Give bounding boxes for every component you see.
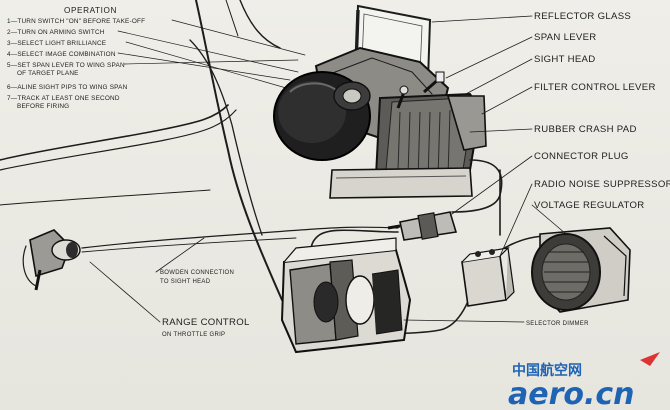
voltage-regulator — [531, 227, 631, 313]
label-radio-noise-suppressor: RADIO NOISE SUPPRESSOR — [534, 179, 670, 190]
label-bowden-line2: TO SIGHT HEAD — [160, 279, 211, 285]
label-selector-dimmer: SELECTOR DIMMER — [526, 321, 589, 327]
watermark-plane-icon — [640, 352, 660, 366]
operation-title: OPERATION — [64, 6, 117, 15]
operation-step-4: 4—SELECT IMAGE COMBINATION — [7, 51, 116, 58]
selector-dimmer — [280, 237, 412, 354]
label-rubber-crash-pad: RUBBER CRASH PAD — [534, 124, 637, 135]
radio-noise-suppressor — [461, 247, 515, 307]
sight-head — [273, 46, 487, 199]
label-voltage-regulator: VOLTAGE REGULATOR — [534, 200, 644, 211]
label-bowden-line1: BOWDEN CONNECTION — [160, 270, 234, 276]
aero-cn-watermark: 中国航空网 aero.cn — [508, 352, 660, 410]
operation-step-2: 2—TURN ON ARMING SWITCH — [7, 29, 105, 36]
label-connector-plug: CONNECTOR PLUG — [534, 151, 629, 162]
label-range-control-sub: ON THROTTLE GRIP — [162, 332, 225, 338]
operation-step-1: 1—TURN SWITCH "ON" BEFORE TAKE-OFF — [7, 18, 145, 25]
watermark-latin-text: aero.cn — [508, 377, 635, 410]
label-sight-head: SIGHT HEAD — [534, 54, 595, 65]
label-span-lever: SPAN LEVER — [534, 32, 597, 43]
operation-panel: OPERATION 1—TURN SWITCH "ON" BEFORE TAKE… — [7, 6, 306, 110]
operation-step-7: 7—TRACK AT LEAST ONE SECOND — [7, 95, 120, 102]
watermark-cn-text: 中国航空网 — [512, 362, 582, 379]
operation-step-5: 5—SET SPAN LEVER TO WING SPAN — [7, 62, 125, 69]
connector-plug — [387, 211, 458, 241]
operation-step-5b: OF TARGET PLANE — [17, 70, 79, 77]
label-range-control: RANGE CONTROL — [162, 317, 250, 328]
label-filter-control-lever: FILTER CONTROL LEVER — [534, 82, 656, 93]
operation-step-3: 3—SELECT LIGHT BRILLIANCE — [7, 40, 106, 47]
label-reflector-glass: REFLECTOR GLASS — [534, 11, 631, 22]
operation-step-7b: BEFORE FIRING — [17, 103, 69, 110]
operation-step-6: 6—ALINE SIGHT PIPS TO WING SPAN — [7, 84, 128, 91]
range-control-unit — [22, 229, 81, 291]
leader-lines — [89, 15, 567, 323]
